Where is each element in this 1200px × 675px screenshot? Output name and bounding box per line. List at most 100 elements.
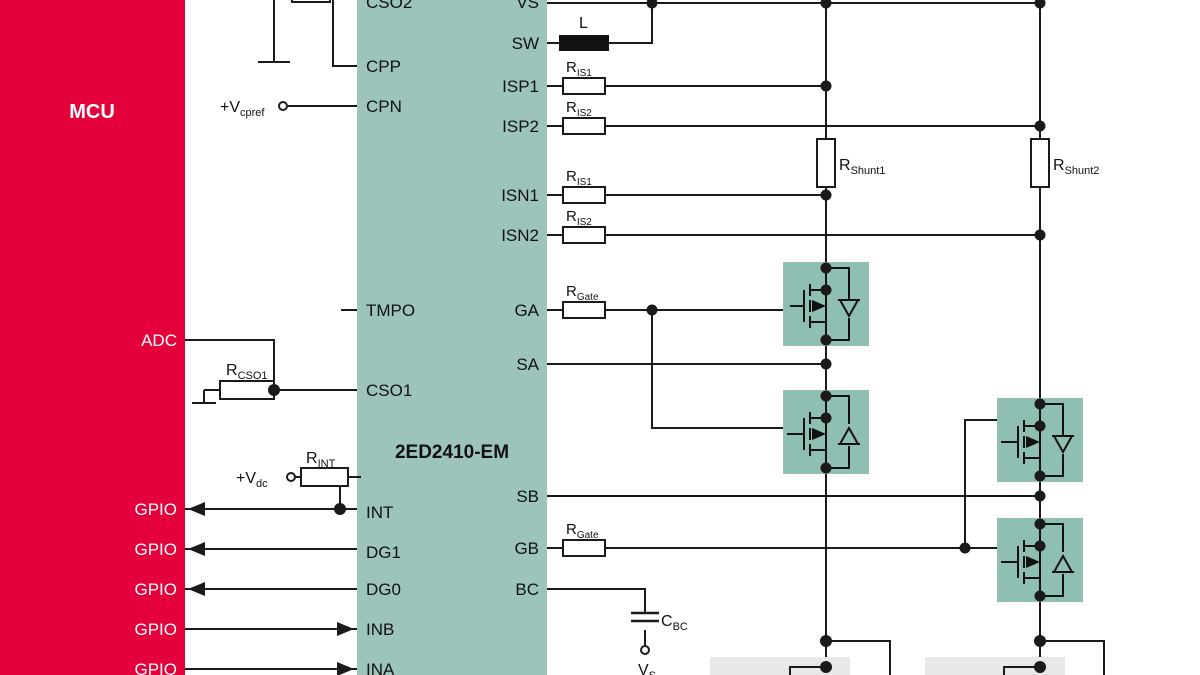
resistor-rint-label: RINT [306,450,336,470]
resistor-ris1-top-body [562,77,606,95]
junction-isp2 [1034,120,1046,132]
inductor-l-body [559,35,609,51]
driver-pin-ga: GA [514,301,539,320]
terminal-vs-bottom-icon [640,645,650,655]
arrow-inb-to-driver [337,622,354,636]
junction-phase-b-bottom [1034,635,1046,647]
driver-part-number: 2ED2410-EM [395,442,509,463]
junction-phase-a-bottom [820,635,832,647]
junction-mos-b-low-drain [1034,518,1046,530]
driver-pin-cpn: CPN [366,97,402,116]
driver-pin-gb: GB [514,539,539,558]
resistor-rcso1-label: RCSO1 [226,362,268,382]
resistor-rgate-b-body [562,539,606,557]
body-diode-b-high [1052,435,1074,455]
driver-pin-sw: SW [512,34,539,53]
junction-int-node [334,503,346,515]
mosfet-a-high-side [783,262,869,346]
resistor-rshunt2-body [1030,138,1050,188]
driver-pin-cso1: CSO1 [366,381,412,400]
arrow-int-to-mcu [188,502,205,516]
resistor-rint-body [300,467,349,487]
driver-pin-isp1: ISP1 [502,77,539,96]
capacitor-cso2-body [291,0,331,3]
junction-gb-split [959,542,971,554]
mosfet-a-low-side [783,390,869,474]
junction-load-b [1034,661,1046,673]
driver-pin-tmpo: TMPO [366,301,415,320]
junction-mos-b-high-drain [1034,398,1046,410]
resistor-ris2-bot-body [562,226,606,244]
mcu-pin-gpio-ina: GPIO [134,660,177,675]
mcu-pin-adc: ADC [141,331,177,350]
wire-cpp [332,0,357,67]
driver-pin-sa: SA [516,355,539,374]
resistor-ris1-bot-body [562,186,606,204]
resistor-ris2-top-label: RIS2 [566,99,592,119]
pcb-strip-b [925,657,1065,675]
junction-sb-phase [1034,490,1046,502]
resistor-rshunt2-label: RShunt2 [1053,157,1099,177]
driver-pin-isn2: ISN2 [501,226,539,245]
capacitor-cbc-symbol [631,611,659,623]
mosfet-b-high-arrow [1026,436,1040,448]
driver-pin-bc: BC [515,580,539,599]
wire-gb-to-high-side [964,419,1001,548]
signal-arrowheads [188,502,354,675]
junction-mos-a-high-drain [820,262,832,274]
driver-pin-dg0: DG0 [366,580,401,599]
wire-group-left [185,0,357,670]
body-diode-a-low [838,425,860,445]
terminal-vdc-icon [286,472,296,482]
driver-pin-isp2: ISP2 [502,117,539,136]
wire-ga-to-low-side [651,310,787,429]
junction-mos-a-high-source [820,334,832,346]
mosfet-b-low-arrow [1026,556,1040,568]
wire-phase-b-tap [1040,640,1105,675]
junction-dots [268,0,1046,673]
resistor-rgate-a-label: RGate [566,283,599,303]
junction-sa-phase [820,358,832,370]
junction-isn1 [820,189,832,201]
junction-sw-rail [646,0,658,9]
mosfet-b-low-side [997,518,1083,602]
junction-mos-b-high-mid [1034,420,1046,432]
driver-pin-cpp: CPP [366,57,401,76]
arrow-dg0-to-mcu [188,582,205,596]
resistor-ris2-top-body [562,117,606,135]
junction-ga-split [646,304,658,316]
driver-pin-isn1: ISN1 [501,186,539,205]
junction-mos-a-high-mid [820,284,832,296]
capacitor-cbc-label: CBC [661,613,688,633]
body-diode-b-low [1052,553,1074,573]
driver-pin-dg1: DG1 [366,543,401,562]
junction-vs-phase-a [820,0,832,9]
source-vcpref-label: +Vcpref [220,99,265,119]
mcu-pin-gpio-inb: GPIO [134,620,177,639]
wire-bc [547,588,646,612]
driver-pin-int: INT [366,503,393,522]
junction-cso1-node [268,384,280,396]
junction-mos-b-high-source [1034,470,1046,482]
wire-adc [185,339,275,390]
arrow-ina-to-driver [337,662,354,675]
mcu-title: MCU [69,101,115,123]
source-vs-bottom-label: VS [638,662,656,675]
resistor-rgate-a-body [562,301,606,319]
driver-pin-inb: INB [366,620,394,639]
junction-isp1 [820,80,832,92]
driver-pin-vs: VS [516,0,539,12]
junction-mos-a-low-source [820,462,832,474]
mosfet-a-high-arrow [812,300,826,312]
junction-load-a [820,661,832,673]
junction-mos-b-low-source [1034,590,1046,602]
driver-pin-ina: INA [366,660,395,675]
body-diode-a-high [838,299,860,319]
source-vdc-label: +Vdc [236,470,268,490]
mcu-pin-gpio-int: GPIO [134,500,177,519]
pcb-strip-a [710,657,850,675]
driver-block [357,0,547,675]
load-connections [789,666,1040,675]
